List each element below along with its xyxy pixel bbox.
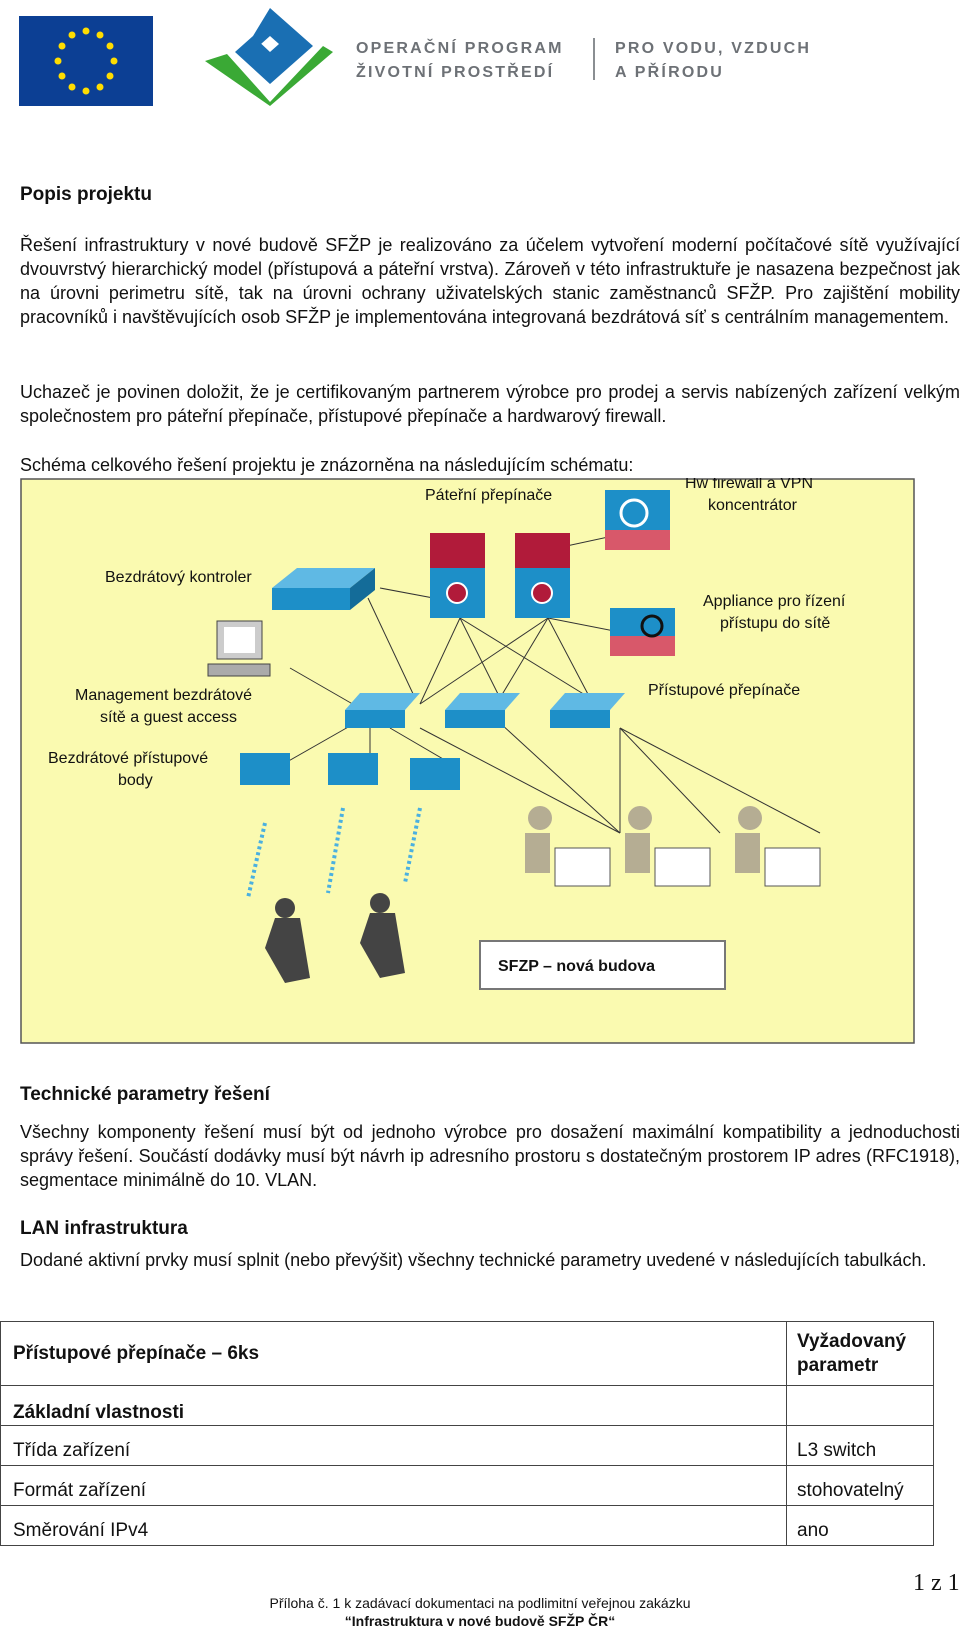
paragraph-schema-intro: Schéma celkového řešení projektu je znáz… bbox=[20, 455, 634, 475]
spec-table: Přístupové přepínače – 6ks Vyžadovaný pa… bbox=[0, 1321, 934, 1546]
eu-flag-logo bbox=[19, 16, 153, 106]
label-ap-2: body bbox=[118, 772, 153, 789]
slogan-line1: PRO VODU, VZDUCH bbox=[615, 40, 812, 57]
label-firewall-1: Hw firewall a VPN bbox=[685, 478, 813, 492]
label-mgmt-1: Management bezdrátové bbox=[75, 687, 252, 704]
paragraph-certification: Uchazeč je povinen doložit, že je certif… bbox=[20, 382, 960, 426]
label-mgmt-2: sítě a guest access bbox=[100, 709, 237, 726]
core-switch-2 bbox=[515, 533, 570, 618]
program-line1: OPERAČNÍ PROGRAM bbox=[356, 40, 564, 57]
table-group-value bbox=[786, 1385, 934, 1426]
label-building: SFZP – nová budova bbox=[498, 958, 655, 975]
table-cell-name: Třída zařízení bbox=[0, 1425, 787, 1466]
section-title-popis: Popis projektu bbox=[20, 184, 152, 205]
footer-line2: “Infrastruktura v nové budově SFŽP ČR“ bbox=[344, 1613, 616, 1629]
table-cell-value: ano bbox=[786, 1505, 934, 1546]
table-header-row: Přístupové přepínače – 6ks Vyžadovaný pa… bbox=[0, 1321, 934, 1386]
paragraph-technical: Všechny komponenty řešení musí být od je… bbox=[20, 1122, 960, 1190]
label-ap-1: Bezdrátové přístupové bbox=[48, 750, 208, 767]
slogan-line2: A PŘÍRODU bbox=[615, 64, 724, 81]
table-cell-name: Směrování IPv4 bbox=[0, 1505, 787, 1546]
table-header-right: Vyžadovaný parametr bbox=[786, 1321, 934, 1386]
label-wlc: Bezdrátový kontroler bbox=[105, 569, 252, 586]
label-nac-2: přístupu do sítě bbox=[720, 615, 830, 632]
table-cell-name: Formát zařízení bbox=[0, 1465, 787, 1506]
label-backbone: Páteřní přepínače bbox=[425, 487, 552, 504]
table-group-row: Základní vlastnosti bbox=[0, 1385, 934, 1426]
program-line2: ŽIVOTNÍ PROSTŘEDÍ bbox=[356, 64, 555, 81]
label-nac-1: Appliance pro řízení bbox=[703, 593, 846, 610]
table-row: Třída zařízení L3 switch bbox=[0, 1425, 934, 1466]
network-diagram: Páteřní přepínače Hw firewall a VPN konc… bbox=[20, 475, 915, 1044]
program-slogan: PRO VODU, VZDUCH A PŘÍRODU bbox=[615, 37, 811, 85]
table-row: Směrování IPv4 ano bbox=[0, 1505, 934, 1546]
header-divider bbox=[593, 38, 595, 80]
paragraph-project-description: Řešení infrastruktury v nové budově SFŽP… bbox=[20, 235, 960, 327]
footer-line1: Příloha č. 1 k zadávací dokumentaci na p… bbox=[269, 1595, 691, 1611]
table-group-label: Základní vlastnosti bbox=[0, 1385, 787, 1426]
page-number: 1 z 1 bbox=[913, 1570, 960, 1596]
table-header-right-l1: Vyžadovaný bbox=[797, 1330, 907, 1352]
table-header-left: Přístupové přepínače – 6ks bbox=[0, 1321, 787, 1386]
table-cell-value: L3 switch bbox=[786, 1425, 934, 1466]
op-zp-logo bbox=[205, 6, 335, 106]
section-title-lan: LAN infrastruktura bbox=[20, 1218, 188, 1239]
paragraph-lan: Dodané aktivní prvky musí splnit (nebo p… bbox=[20, 1250, 927, 1270]
core-switch-1 bbox=[430, 533, 485, 618]
label-firewall-2: koncentrátor bbox=[708, 497, 798, 514]
section-title-technical: Technické parametry řešení bbox=[20, 1084, 270, 1105]
table-header-right-l2: parametr bbox=[797, 1354, 879, 1376]
label-access: Přístupové přepínače bbox=[648, 682, 800, 699]
workstations bbox=[525, 806, 821, 887]
table-cell-value: stohovatelný bbox=[786, 1465, 934, 1506]
program-title: OPERAČNÍ PROGRAM ŽIVOTNÍ PROSTŘEDÍ bbox=[356, 37, 564, 85]
table-row: Formát zařízení stohovatelný bbox=[0, 1465, 934, 1506]
